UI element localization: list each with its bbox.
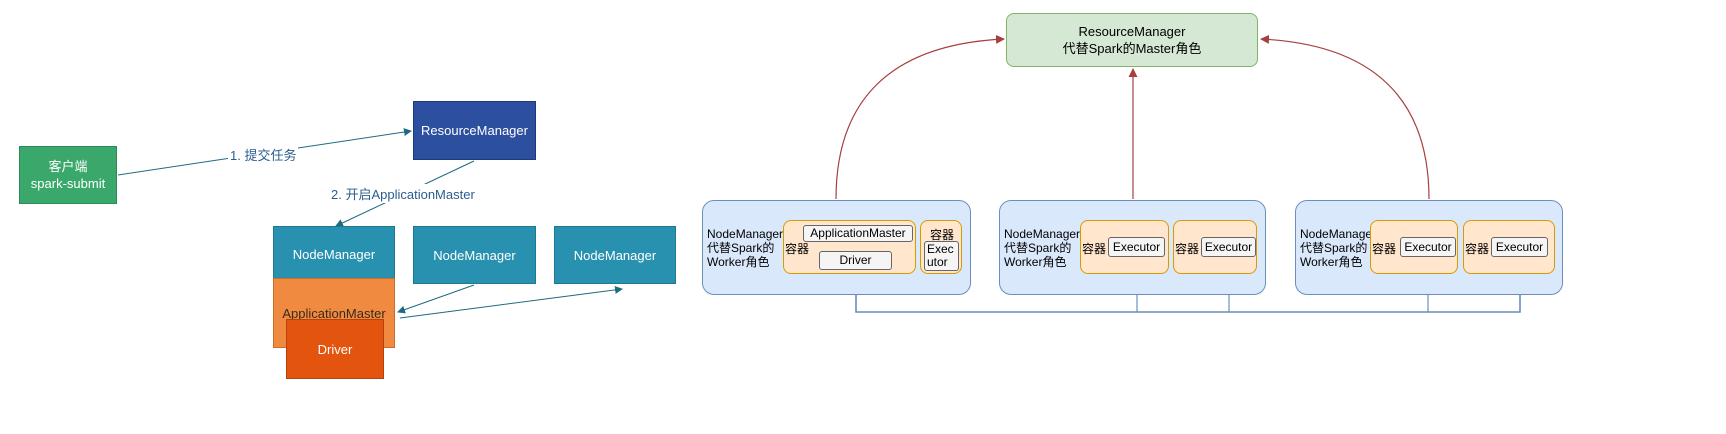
worker-3-executor-2: Executor xyxy=(1491,237,1548,257)
node-manager-2: NodeManager xyxy=(413,226,536,284)
client-label-1: 客户端 xyxy=(48,159,88,174)
worker-2-container-1-label: 容器 xyxy=(1082,242,1107,256)
edge-label-submit: 1. 提交任务 xyxy=(228,145,299,164)
node-manager-1-label: NodeManager xyxy=(292,247,376,262)
node-manager-3-label: NodeManager xyxy=(573,247,657,263)
driver-label: Driver xyxy=(317,341,353,357)
worker-2-executor-2: Executor xyxy=(1201,237,1256,257)
node-manager-3: NodeManager xyxy=(554,226,676,284)
worker-1-container-main-label: 容器 xyxy=(785,242,810,256)
edge-nm1-to-rm xyxy=(835,34,1005,200)
worker-node-1-label: NodeManager 代替Spark的 Worker角色 xyxy=(707,227,784,269)
resource-manager-node: ResourceManager xyxy=(413,101,536,160)
resource-manager-label: ResourceManager xyxy=(421,123,528,138)
node-manager-2-label: NodeManager xyxy=(433,247,516,263)
worker-3-container-2-label: 容器 xyxy=(1465,242,1490,256)
worker-1-container-small-label: 容器 xyxy=(930,228,955,242)
rm-master-label-1: ResourceManager xyxy=(1078,24,1186,39)
worker-node-2-label: NodeManager 代替Spark的 Worker角色 xyxy=(1004,227,1081,269)
rm-master-node: ResourceManager 代替Spark的Master角色 xyxy=(1006,13,1258,67)
worker-1-application-master: ApplicationMaster xyxy=(803,225,913,242)
client-label-2: spark-submit xyxy=(30,176,106,191)
client-node: 客户端 spark-submit xyxy=(19,146,117,204)
worker-node-3-label: NodeManager 代替Spark的 Worker角色 xyxy=(1300,227,1377,269)
worker-1-executor: Exec utor xyxy=(924,241,959,271)
worker-3-container-1-label: 容器 xyxy=(1372,242,1397,256)
worker-1-driver: Driver xyxy=(819,251,892,270)
worker-2-executor-1: Executor xyxy=(1108,237,1165,257)
edge-am-to-nm3 xyxy=(399,285,623,319)
application-master-label: ApplicationMaster xyxy=(282,306,386,321)
edge-label-start-am: 2. 开启ApplicationMaster xyxy=(329,184,477,203)
rm-master-label-2: 代替Spark的Master角色 xyxy=(1062,41,1202,56)
edge-nm2-to-am xyxy=(397,284,475,314)
driver-node: Driver xyxy=(286,319,384,379)
worker-2-container-2-label: 容器 xyxy=(1175,242,1200,256)
worker-3-executor-1: Executor xyxy=(1400,237,1456,257)
node-manager-1: NodeManager xyxy=(273,226,395,283)
edge-nm3-to-rm xyxy=(1260,34,1430,200)
